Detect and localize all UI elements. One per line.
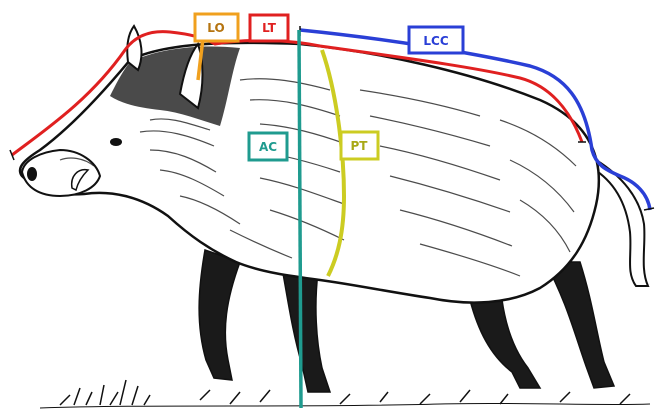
boar-body xyxy=(20,43,599,303)
label-lcc: LCC xyxy=(423,34,448,48)
boar-illustration xyxy=(20,26,650,408)
lcc-tick-end xyxy=(644,208,654,210)
label-lt-box: LT xyxy=(250,15,288,41)
label-ac-box: AC xyxy=(249,133,287,160)
label-lo: LO xyxy=(207,21,224,35)
boar-nostril xyxy=(27,167,37,181)
label-lo-box: LO xyxy=(195,14,238,41)
label-lt: LT xyxy=(262,21,277,35)
label-pt-box: PT xyxy=(341,132,378,159)
label-lcc-box: LCC xyxy=(409,27,463,53)
label-ac: AC xyxy=(259,140,277,154)
ground-grass xyxy=(40,380,650,408)
boar-ear-back xyxy=(127,26,141,70)
boar-tail xyxy=(592,160,648,286)
label-pt: PT xyxy=(351,139,369,153)
ac-measure-line xyxy=(299,30,301,408)
boar-eye xyxy=(110,138,122,146)
